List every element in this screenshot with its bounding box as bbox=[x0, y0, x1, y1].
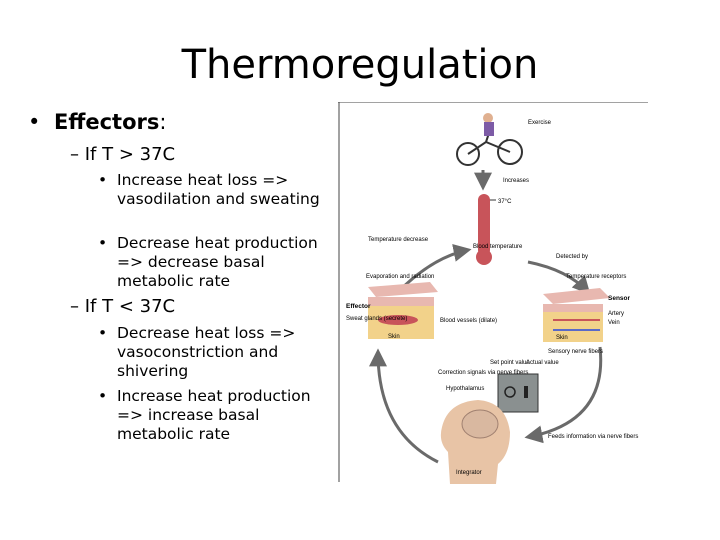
bullet-icon: • bbox=[98, 324, 108, 342]
set-point-label: Set point value bbox=[490, 360, 530, 366]
artery-label: Artery bbox=[608, 311, 624, 317]
correction-signals-label: Correction signals via nerve fibers bbox=[438, 370, 528, 376]
actual-value-label: Actual value bbox=[526, 360, 559, 366]
sensor-label: Sensor bbox=[608, 295, 631, 302]
heading-text-hot: If T > 37C bbox=[84, 144, 176, 165]
section-heading-cold: – If T < 37C bbox=[70, 296, 176, 317]
bullet-icon: • bbox=[98, 171, 108, 189]
evaporation-label: Evaporation and radiation bbox=[366, 274, 434, 280]
detected-by-label: Detected by bbox=[556, 254, 588, 260]
effector-skin-block bbox=[368, 282, 438, 339]
temperature-decrease-label: Temperature decrease bbox=[368, 237, 429, 243]
bullet-icon: • bbox=[98, 387, 108, 405]
exercise-label: Exercise bbox=[528, 120, 552, 126]
human-head-icon bbox=[440, 400, 510, 484]
effector-label: Effector bbox=[346, 303, 371, 310]
heading-text-cold: If T < 37C bbox=[84, 296, 176, 317]
temperature-receptors-label: Temperature receptors bbox=[566, 274, 626, 280]
vein-label: Vein bbox=[608, 320, 620, 326]
thermoregulation-diagram: Exercise Increases 37°C Blood temperatur… bbox=[338, 102, 648, 484]
blood-temperature-label: Blood temperature bbox=[473, 244, 523, 250]
bullet-icon: • bbox=[28, 110, 41, 134]
list-item-text: Increase heat production => increase bas… bbox=[117, 387, 311, 443]
list-item-text: Decrease heat production => decrease bas… bbox=[117, 234, 318, 290]
correction-arrow bbox=[369, 348, 439, 464]
slide-title: Thermoregulation bbox=[181, 42, 539, 88]
feeds-arrow bbox=[524, 346, 603, 444]
skin-label: Skin bbox=[556, 335, 568, 341]
list-item: • Decrease heat loss => vasoconstriction… bbox=[98, 324, 330, 381]
bullet-icon: • bbox=[98, 234, 108, 252]
sweat-glands-label: Sweat glands (secrete) bbox=[346, 316, 407, 322]
section-heading-hot: – If T > 37C bbox=[70, 144, 176, 165]
hypothalamus-label: Hypothalamus bbox=[446, 386, 484, 392]
list-item: • Decrease heat production => decrease b… bbox=[98, 234, 330, 291]
thermometer-value: 37°C bbox=[498, 199, 512, 205]
effectors-label: Effectors bbox=[54, 110, 160, 134]
set-point-box-icon bbox=[497, 373, 539, 413]
blood-vessels-label: Blood vessels (dilate) bbox=[440, 318, 497, 324]
integrator-label: Integrator bbox=[456, 470, 482, 476]
effectors-colon: : bbox=[159, 110, 167, 134]
effectors-bullet: • Effectors: bbox=[28, 110, 166, 134]
list-item: • Increase heat production => increase b… bbox=[98, 387, 330, 444]
thermometer-icon bbox=[476, 194, 496, 265]
increases-label: Increases bbox=[503, 178, 529, 184]
detected-arrow bbox=[527, 260, 591, 295]
feeds-information-label: Feeds information via nerve fibers bbox=[548, 434, 638, 440]
skin-effector-label: Skin bbox=[388, 334, 400, 340]
sensor-skin-block bbox=[543, 288, 610, 342]
sensory-nerve-fibers-label: Sensory nerve fibers bbox=[548, 349, 603, 355]
list-item-text: Decrease heat loss => vasoconstriction a… bbox=[117, 324, 296, 380]
list-item: • Increase heat loss => vasodilation and… bbox=[98, 171, 330, 209]
bicycle-icon bbox=[456, 113, 523, 166]
list-item-text: Increase heat loss => vasodilation and s… bbox=[117, 171, 320, 208]
